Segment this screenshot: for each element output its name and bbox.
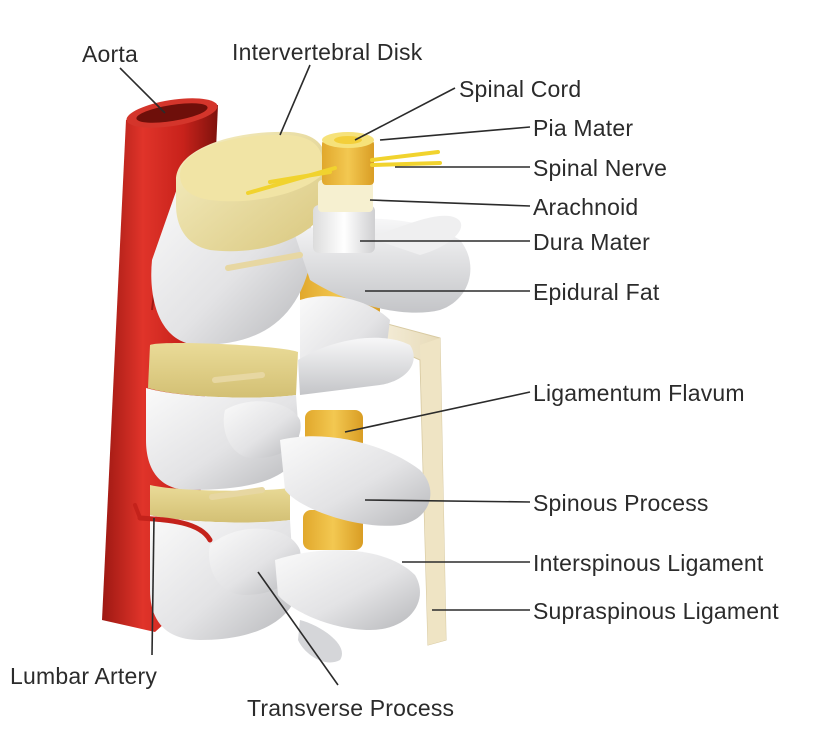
label-spinous-process: Spinous Process	[533, 490, 709, 516]
nerve-roots	[209, 252, 303, 500]
leader-transverse-process	[257, 571, 339, 686]
leader-pia-mater	[379, 126, 531, 141]
label-spinal-nerve: Spinal Nerve	[533, 155, 668, 181]
label-arachnoid: Arachnoid	[533, 194, 639, 220]
leader-spinous-process	[364, 499, 531, 503]
label-epidural-fat: Epidural Fat	[533, 279, 660, 305]
lumbar-artery-shape	[133, 503, 213, 543]
leader-ligamentum-flavum	[344, 391, 531, 433]
leader-lumbar-artery	[151, 517, 155, 656]
label-spinal-cord: Spinal Cord	[459, 76, 582, 102]
label-supraspinous-ligament: Supraspinous Ligament	[533, 598, 779, 624]
label-transverse-process: Transverse Process	[247, 695, 455, 721]
label-ligamentum-flavum: Ligamentum Flavum	[533, 380, 745, 406]
label-intervertebral-disk: Intervertebral Disk	[232, 39, 423, 65]
label-aorta: Aorta	[82, 41, 138, 67]
label-pia-mater: Pia Mater	[533, 115, 634, 141]
leader-lines	[119, 64, 531, 686]
leader-intervertebral-disk	[279, 64, 311, 136]
label-lumbar-artery: Lumbar Artery	[10, 663, 158, 689]
posterior-elements	[209, 215, 471, 663]
label-dura-mater: Dura Mater	[533, 229, 651, 255]
leader-arachnoid	[369, 199, 531, 207]
spinal-cord-shape	[313, 132, 375, 253]
label-interspinous-ligament: Interspinous Ligament	[533, 550, 764, 576]
leader-spinal-cord	[354, 87, 456, 141]
leader-aorta	[119, 67, 166, 114]
spinal-nerve-fibers	[246, 150, 442, 195]
